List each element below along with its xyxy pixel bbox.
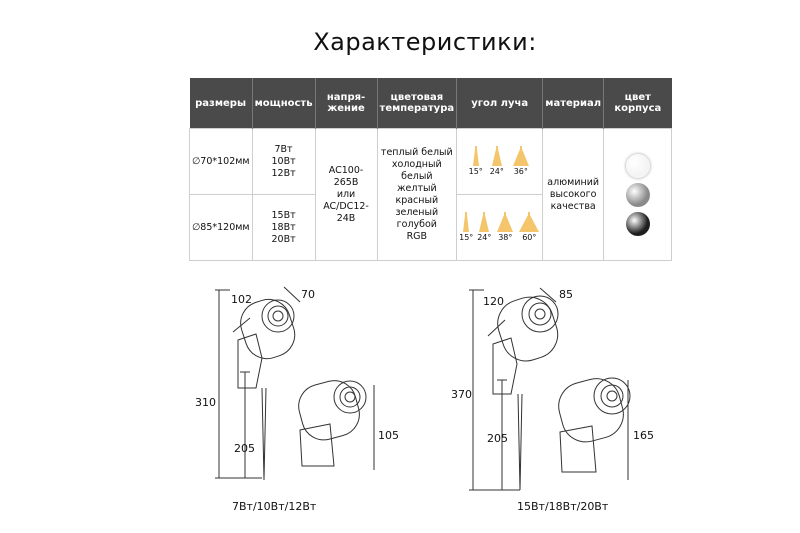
header-sizes: размеры bbox=[189, 78, 253, 129]
power-value: 10Вт bbox=[271, 155, 296, 167]
right-total-height-line bbox=[469, 289, 520, 491]
beam-label: 36° bbox=[513, 166, 528, 176]
color-temp-value: зеленый bbox=[395, 206, 439, 218]
color-temp-value: белый bbox=[401, 170, 433, 182]
header-color-temp: цветовая температура bbox=[376, 78, 457, 129]
right-dim-total-height: 370 bbox=[451, 388, 472, 401]
table-row: ∅70*102мм 7Вт 10Вт 12Вт AC100-265В или A… bbox=[189, 128, 673, 261]
beam-cell-large: 15° 24° 38° 60° bbox=[456, 194, 544, 261]
color-temp-cell: теплый белый холодный белый желтый красн… bbox=[376, 128, 458, 261]
power-value: 20Вт bbox=[271, 233, 296, 245]
header-material: материал bbox=[542, 78, 604, 129]
voltage-value: или bbox=[336, 188, 356, 200]
power-value: 18Вт bbox=[271, 221, 296, 233]
header-body-color: цвет корпуса bbox=[603, 78, 672, 129]
left-dim-diameter: 102 bbox=[231, 293, 252, 306]
material-cell: алюминий высокого качества bbox=[542, 128, 605, 261]
color-temp-value: теплый белый bbox=[380, 146, 453, 158]
body-color-black-swatch bbox=[625, 211, 650, 236]
header-power: мощность bbox=[251, 78, 316, 129]
color-temp-value: голубой bbox=[396, 218, 437, 230]
body-color-cell bbox=[603, 128, 673, 261]
header-voltage: напря- жение bbox=[314, 78, 378, 129]
beam-24-icon bbox=[491, 145, 502, 166]
power-value: 12Вт bbox=[271, 167, 296, 179]
power-value: 7Вт bbox=[274, 143, 293, 155]
spec-table: размеры мощность напря- жение цветовая т… bbox=[189, 78, 673, 261]
power-value: 15Вт bbox=[271, 209, 296, 221]
voltage-cell: AC100-265В или AC/DC12-24В bbox=[314, 128, 378, 261]
size-cell: ∅70*102мм bbox=[189, 128, 253, 195]
right-spotlight-on-spike bbox=[487, 295, 559, 491]
beam-60-icon bbox=[519, 211, 540, 232]
beam-38-icon bbox=[497, 211, 514, 232]
size-cell: ∅85*120мм bbox=[189, 194, 253, 261]
beam-15-icon bbox=[472, 145, 479, 166]
beam-label: 15° bbox=[468, 166, 483, 176]
material-value: алюминий bbox=[547, 176, 600, 188]
left-spotlight-on-spike bbox=[232, 298, 296, 481]
table-row: ∅85*120мм 15Вт 18Вт 20Вт 15° 24° 38° 60° bbox=[189, 194, 672, 261]
left-spike-height-line bbox=[240, 371, 250, 478]
voltage-value: AC/DC12-24В bbox=[323, 200, 369, 224]
header-beam-angle: угол луча bbox=[456, 78, 543, 129]
body-color-grey-swatch bbox=[625, 182, 650, 207]
table-header-row: размеры мощность напря- жение цветовая т… bbox=[189, 78, 672, 129]
power-cell: 15Вт 18Вт 20Вт bbox=[251, 194, 316, 261]
right-dim-small-height: 165 bbox=[633, 429, 654, 442]
body-color-white-swatch bbox=[625, 153, 650, 178]
color-temp-value: желтый bbox=[396, 182, 437, 194]
power-cell: 7Вт 10Вт 12Вт bbox=[251, 128, 316, 195]
beam-label: 38° bbox=[498, 232, 513, 242]
color-temp-value: холодный bbox=[391, 158, 442, 170]
left-dim-width: 70 bbox=[301, 288, 315, 301]
left-dim-total-height: 310 bbox=[195, 396, 216, 409]
right-dim-spike-height: 205 bbox=[487, 432, 508, 445]
beam-label: 15° bbox=[459, 232, 474, 242]
left-dim-spike-height: 205 bbox=[234, 442, 255, 455]
material-value: качества bbox=[550, 200, 596, 212]
beam-15-icon bbox=[463, 211, 470, 232]
right-dim-diameter: 120 bbox=[483, 295, 504, 308]
right-spotlight-on-base bbox=[539, 287, 631, 480]
left-dim-small-height: 105 bbox=[378, 429, 399, 442]
voltage-value: AC100-265В bbox=[328, 164, 364, 188]
beam-36-icon bbox=[512, 145, 529, 166]
beam-24-icon bbox=[479, 211, 490, 232]
left-spotlight-on-base bbox=[283, 286, 375, 470]
right-dim-width: 85 bbox=[559, 288, 573, 301]
beam-label: 24° bbox=[489, 166, 504, 176]
right-spike-height-line bbox=[497, 379, 507, 490]
beam-label: 60° bbox=[522, 232, 537, 242]
beam-cell-small: 15° 24° 36° bbox=[456, 128, 544, 195]
page-title: Характеристики: bbox=[313, 28, 537, 56]
right-caption: 15Вт/18Вт/20Вт bbox=[517, 500, 609, 513]
left-total-height-line bbox=[215, 289, 262, 479]
left-caption: 7Вт/10Вт/12Вт bbox=[232, 500, 317, 513]
color-temp-value: RGB bbox=[406, 230, 428, 242]
material-value: высокого bbox=[549, 188, 597, 200]
beam-label: 24° bbox=[477, 232, 492, 242]
color-temp-value: красный bbox=[395, 194, 439, 206]
